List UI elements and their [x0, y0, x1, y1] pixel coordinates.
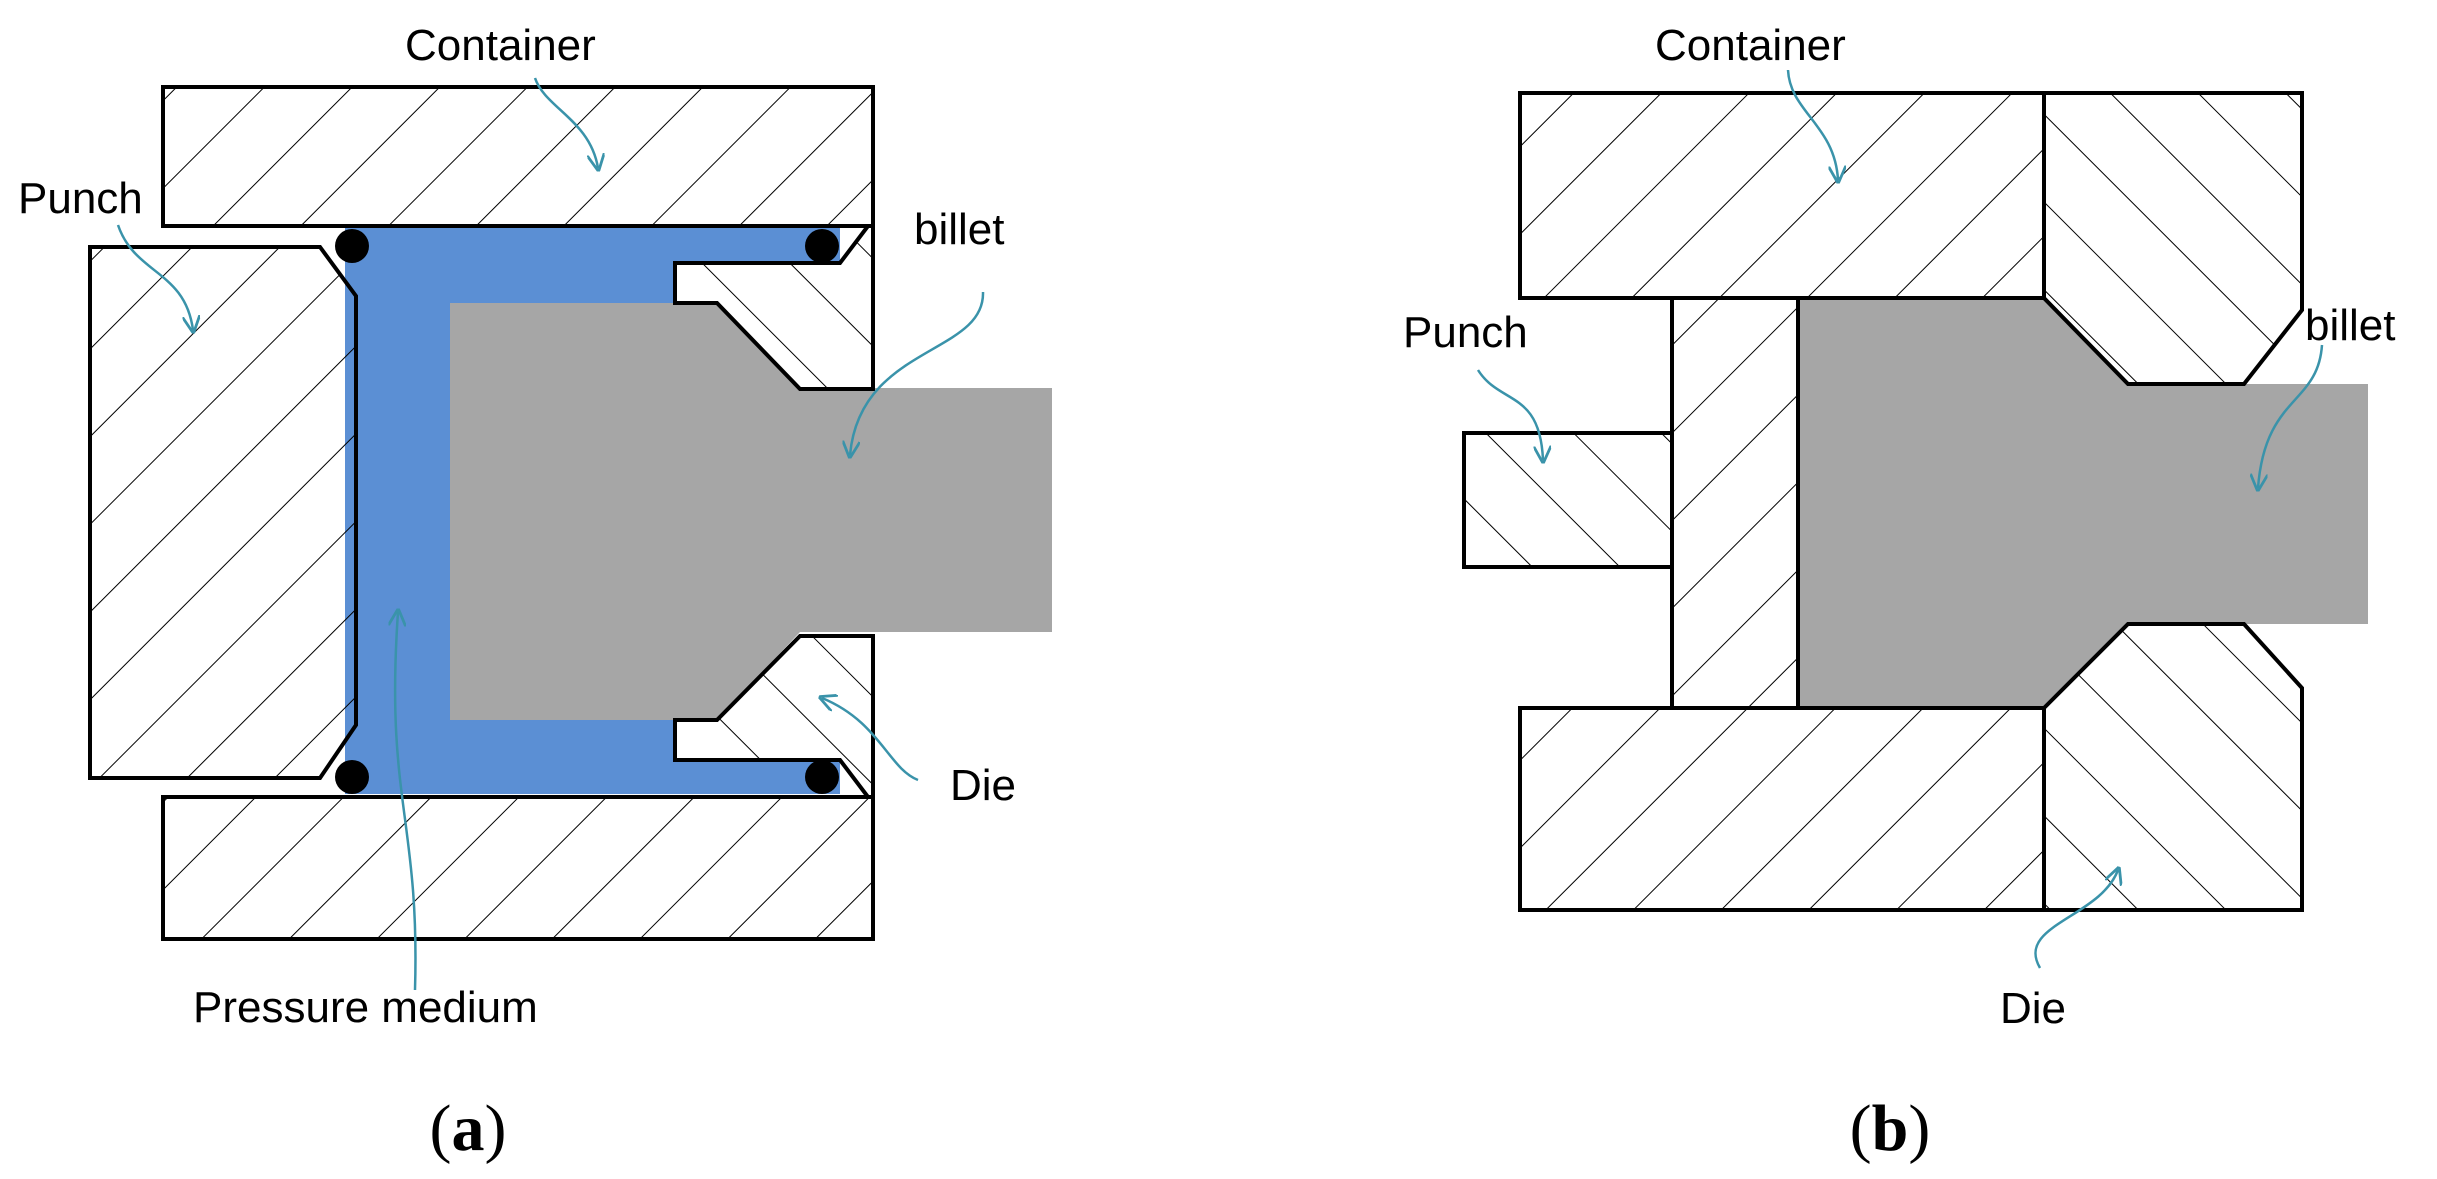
die-upper-a [673, 224, 875, 391]
die-lower-b [2042, 622, 2304, 912]
seal-icon [335, 760, 369, 794]
die-label-a: Die [950, 761, 1016, 810]
container-label-b: Container [1655, 21, 1846, 70]
seal-icon [805, 760, 839, 794]
seal-icon [805, 229, 839, 263]
caption-a: (a) [430, 1092, 507, 1165]
billet-label-a: billet [914, 205, 1005, 254]
billet-a [450, 303, 1052, 720]
container-bottom-b [1518, 706, 2046, 912]
container-bottom-a [161, 795, 875, 941]
panel-b: Container Punch billet Die (b) [1403, 21, 2396, 1165]
container-top-b [1518, 91, 2046, 300]
punch-leader-b [1476, 369, 1543, 460]
die-leader-b [2034, 870, 2118, 969]
container-top-a [161, 85, 875, 228]
billet-leader-a [850, 291, 985, 455]
container-leader-a [533, 77, 598, 168]
die-label-b: Die [2000, 984, 2066, 1033]
billet-b [1798, 298, 2368, 708]
punch-plate-b [1670, 296, 1800, 710]
pressure-medium-label-a: Pressure medium [193, 983, 538, 1032]
caption-b: (b) [1850, 1092, 1931, 1165]
billet-leader-b [2258, 344, 2324, 488]
container-label-a: Container [405, 21, 596, 70]
punch-label-a: Punch [18, 174, 143, 223]
die-upper-b [2042, 91, 2304, 386]
billet-label-b: billet [2305, 301, 2396, 350]
container-leader-b [1786, 69, 1838, 180]
punch-stem-b [1462, 431, 1674, 569]
die-lower-a [673, 634, 875, 799]
punch-a [88, 245, 358, 780]
punch-leader-a [116, 224, 193, 330]
die-leader-a [822, 698, 919, 782]
panel-a: Container Punch billet Die Pressure medi… [18, 21, 1052, 1165]
pressure-medium-a [345, 226, 840, 794]
seal-icon [335, 229, 369, 263]
pressure-medium-leader-a [395, 612, 417, 991]
punch-label-b: Punch [1403, 308, 1528, 357]
